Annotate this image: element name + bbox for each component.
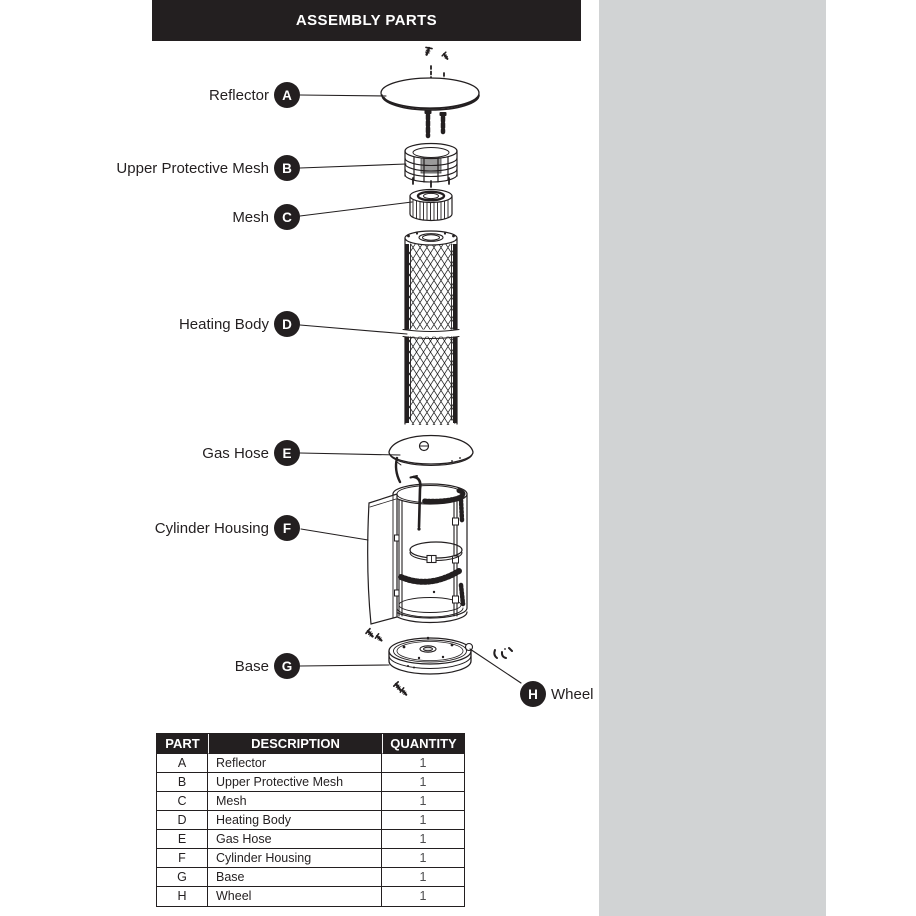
label-cylinder-housing: Cylinder Housing F xyxy=(155,515,300,541)
base-drawing xyxy=(364,627,474,698)
table-row: G Base 1 xyxy=(157,868,464,887)
cell-part: H xyxy=(157,887,208,906)
page-title: ASSEMBLY PARTS xyxy=(295,12,438,29)
cell-part: D xyxy=(157,811,208,830)
cell-part: B xyxy=(157,773,208,792)
table-row: F Cylinder Housing 1 xyxy=(157,849,464,868)
label-badge-e: E xyxy=(274,440,300,466)
cell-quantity: 1 xyxy=(382,849,464,868)
cell-description: Cylinder Housing xyxy=(208,849,382,868)
label-badge-d: D xyxy=(274,311,300,337)
cell-part: A xyxy=(157,754,208,773)
table-row: E Gas Hose 1 xyxy=(157,830,464,849)
cell-description: Base xyxy=(208,868,382,887)
label-base: Base G xyxy=(235,653,300,679)
cell-quantity: 1 xyxy=(382,830,464,849)
label-badge-a: A xyxy=(274,82,300,108)
cell-description: Upper Protective Mesh xyxy=(208,773,382,792)
label-badge-c: C xyxy=(274,204,300,230)
label-text: Heating Body xyxy=(178,315,269,333)
heating-body-drawing xyxy=(388,230,474,466)
cell-quantity: 1 xyxy=(382,887,464,906)
label-badge-f: F xyxy=(274,515,300,541)
col-header-description: DESCRIPTION xyxy=(208,734,382,754)
label-wheel: H Wheel xyxy=(520,681,594,707)
label-gas-hose: Gas Hose E xyxy=(202,440,300,466)
right-gray-panel xyxy=(599,0,826,916)
cell-description: Heating Body xyxy=(208,811,382,830)
label-text: Gas Hose xyxy=(202,444,269,462)
cell-part: C xyxy=(157,792,208,811)
label-mesh: Mesh C xyxy=(232,204,300,230)
label-text: Cylinder Housing xyxy=(154,519,269,537)
table-row: H Wheel 1 xyxy=(157,887,464,906)
label-text: Upper Protective Mesh xyxy=(116,159,269,177)
cell-description: Mesh xyxy=(208,792,382,811)
cell-part: F xyxy=(157,849,208,868)
table-row: D Heating Body 1 xyxy=(157,811,464,830)
cell-description: Reflector xyxy=(208,754,382,773)
cell-quantity: 1 xyxy=(382,754,464,773)
label-badge-h: H xyxy=(520,681,546,707)
cell-part: E xyxy=(157,830,208,849)
label-badge-b: B xyxy=(274,155,300,181)
cell-description: Wheel xyxy=(208,887,382,906)
label-text: Wheel xyxy=(551,685,594,703)
cell-part: G xyxy=(157,868,208,887)
gas-hose-drawing xyxy=(394,456,402,484)
upper-protective-mesh-drawing xyxy=(404,142,458,188)
label-text: Base xyxy=(234,657,269,675)
label-reflector: Reflector A xyxy=(209,82,300,108)
table-row: C Mesh 1 xyxy=(157,792,464,811)
wheel-glyph xyxy=(493,647,513,659)
cylinder-housing-drawing xyxy=(367,475,468,625)
reflector-drawing xyxy=(380,45,480,139)
cell-quantity: 1 xyxy=(382,811,464,830)
leader-lines xyxy=(299,94,522,684)
parts-table: PART DESCRIPTION QUANTITY A Reflector 1 … xyxy=(156,733,465,907)
cell-quantity: 1 xyxy=(382,773,464,792)
cell-description: Gas Hose xyxy=(208,830,382,849)
label-text: Mesh xyxy=(232,208,269,226)
label-badge-g: G xyxy=(274,653,300,679)
label-upper-protective-mesh: Upper Protective Mesh B xyxy=(116,155,300,181)
section-header: ASSEMBLY PARTS xyxy=(152,0,581,41)
mesh-drawing xyxy=(409,188,453,222)
table-row: B Upper Protective Mesh 1 xyxy=(157,773,464,792)
col-header-quantity: QUANTITY xyxy=(382,734,464,754)
col-header-part: PART xyxy=(157,734,208,754)
table-header-row: PART DESCRIPTION QUANTITY xyxy=(157,734,464,754)
cell-quantity: 1 xyxy=(382,792,464,811)
label-heating-body: Heating Body D xyxy=(179,311,300,337)
table-row: A Reflector 1 xyxy=(157,754,464,773)
label-text: Reflector xyxy=(208,86,269,104)
cell-quantity: 1 xyxy=(382,868,464,887)
